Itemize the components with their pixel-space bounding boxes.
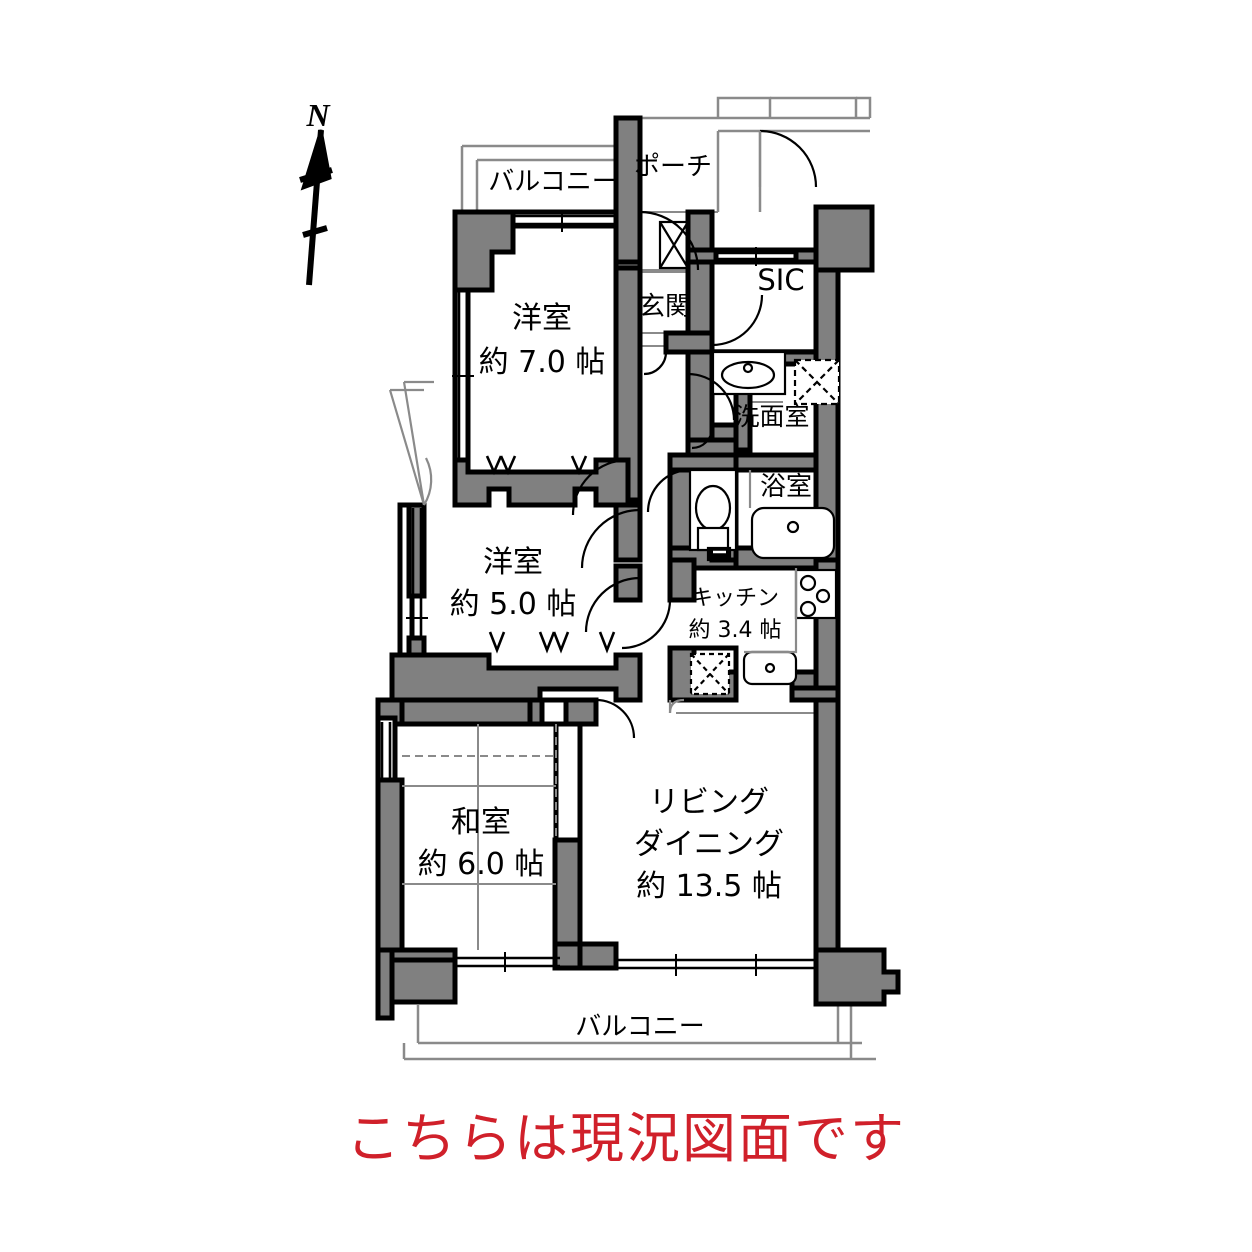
north-letter: N [305,97,331,133]
label-western-7-area: 約 7.0 帖 [479,345,606,380]
label-kitchen-area: 約 3.4 帖 [689,618,782,643]
tatami-lines [402,724,557,950]
label-western-5-name: 洋室 [483,545,543,580]
north-arrow: N [299,97,333,286]
label-balcony-north: バルコニー [488,167,617,197]
label-balcony-south: バルコニー [575,1012,704,1042]
label-porch: ポーチ [634,152,712,182]
label-western-7-name: 洋室 [512,301,572,336]
label-ld-area: 約 13.5 帖 [636,869,782,904]
door-swings [388,129,818,739]
label-japanese-name: 和室 [451,805,511,840]
label-bathroom: 浴室 [760,472,812,502]
label-kitchen-name: キッチン [691,586,779,611]
label-washroom: 洗面室 [734,402,809,431]
label-ld-line1: リビング [649,785,769,820]
closet-folding-marks [485,455,616,654]
label-sic: SIC [757,263,804,297]
windows [380,210,816,976]
label-western-5-area: 約 5.0 帖 [450,587,577,622]
fixture-details [658,220,841,714]
room-labels: バルコニー ポーチ SIC 玄関 洗面室 浴室 洋室 約 7.0 帖 洋室 約 … [418,152,812,1042]
label-ld-line2: ダイニング [634,827,784,862]
label-genkan: 玄関 [639,292,691,322]
label-japanese-area: 約 6.0 帖 [418,847,545,882]
